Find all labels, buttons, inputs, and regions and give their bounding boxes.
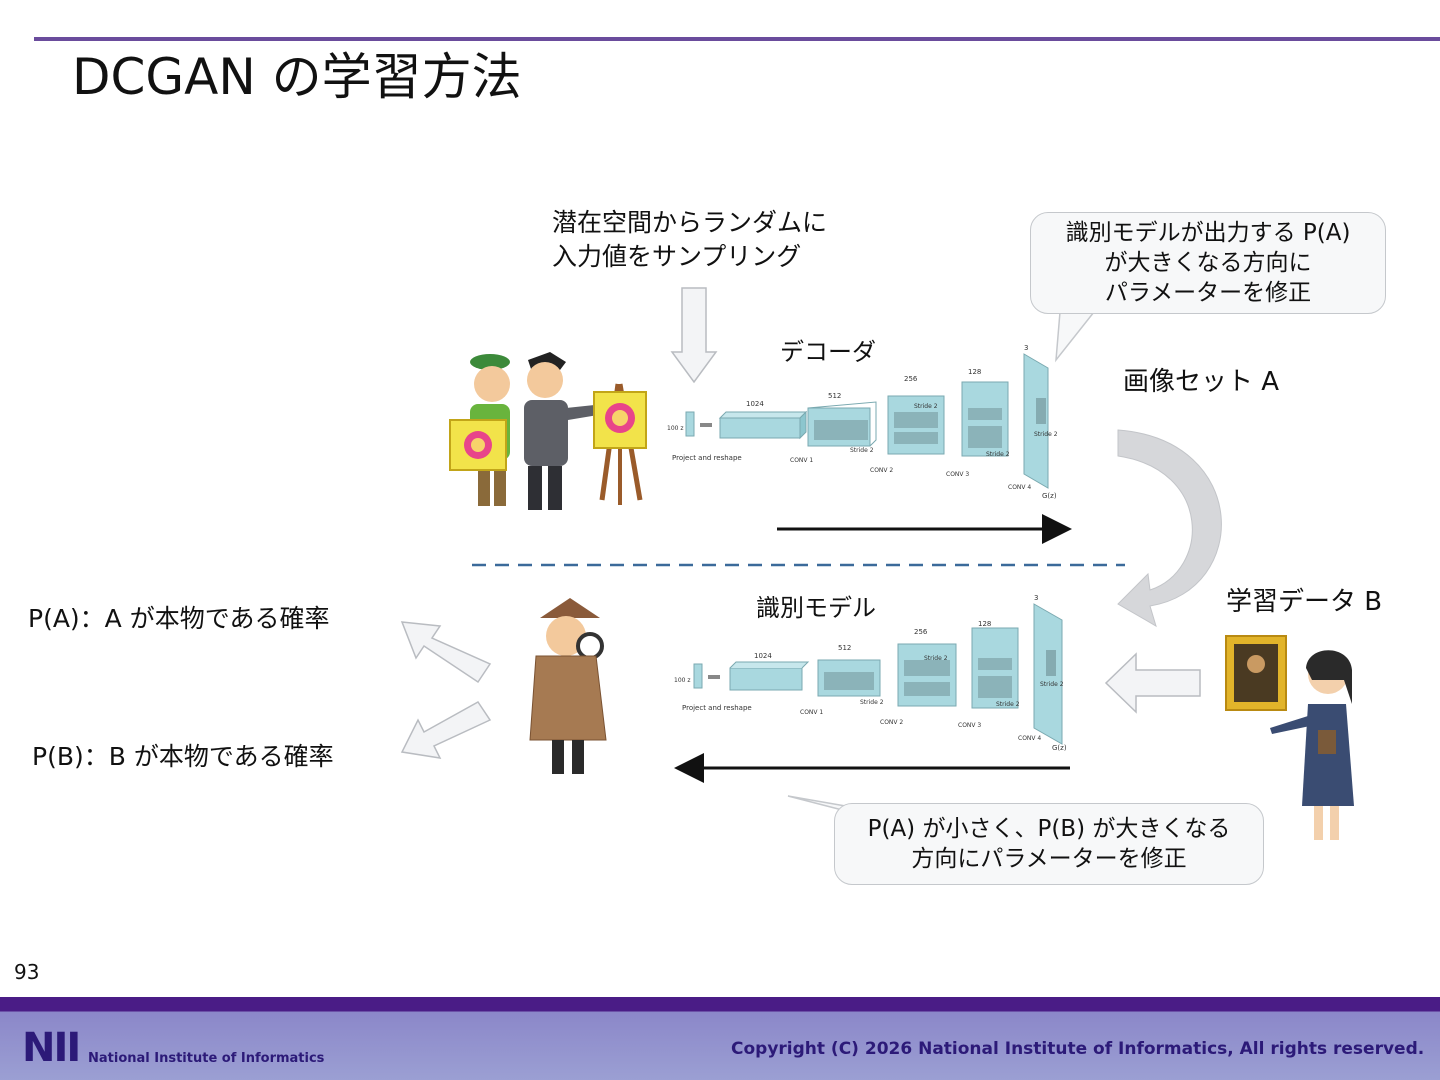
svg-text:CONV 4: CONV 4 xyxy=(1008,484,1031,491)
decoder-network: 100 z Project and reshape 1024 512 256 1… xyxy=(667,344,1058,500)
prob-b-label: P(B)：B が本物である確率 xyxy=(32,742,334,771)
svg-text:Project and reshape: Project and reshape xyxy=(672,454,742,462)
svg-text:Stride 2: Stride 2 xyxy=(850,447,874,454)
image-set-a-label: 画像セット A xyxy=(1123,367,1280,397)
training-data-b-label: 学習データ B xyxy=(1226,587,1383,617)
svg-text:256: 256 xyxy=(904,375,918,383)
svg-text:1024: 1024 xyxy=(754,652,772,660)
discriminator-label: 識別モデル xyxy=(756,594,876,622)
detective-illustration xyxy=(529,598,607,774)
svg-text:Stride 2: Stride 2 xyxy=(860,699,884,706)
discriminator-network: 100 z Project and reshape 1024 512 256 1… xyxy=(674,594,1067,752)
sampling-label-line2: 入力値をサンプリング xyxy=(552,242,802,271)
svg-text:Stride 2: Stride 2 xyxy=(914,403,938,410)
top-bubble-line3: パラメーターを修正 xyxy=(1104,280,1312,306)
svg-text:CONV 2: CONV 2 xyxy=(880,719,903,726)
sampling-down-arrow xyxy=(670,287,718,384)
svg-text:Stride 2: Stride 2 xyxy=(924,655,948,662)
svg-text:3: 3 xyxy=(1034,594,1038,602)
bottom-bubble: P(A) が小さく、P(B) が大きくなる 方向にパラメーターを修正 xyxy=(834,803,1264,885)
svg-text:CONV 1: CONV 1 xyxy=(790,457,813,464)
svg-text:G(z): G(z) xyxy=(1052,744,1067,752)
prob-a-arrow xyxy=(400,621,492,684)
training-data-arrow xyxy=(1104,652,1201,714)
curator-illustration xyxy=(1225,635,1354,840)
bottom-bubble-line2: 方向にパラメーターを修正 xyxy=(911,846,1187,872)
svg-text:Stride 2: Stride 2 xyxy=(986,451,1010,458)
svg-text:Stride 2: Stride 2 xyxy=(1040,681,1064,688)
svg-text:CONV 3: CONV 3 xyxy=(958,722,981,729)
top-bubble-line1: 識別モデルが出力する P(A) xyxy=(1065,220,1351,246)
svg-text:3: 3 xyxy=(1024,344,1028,352)
svg-text:512: 512 xyxy=(838,644,851,652)
svg-text:100 z: 100 z xyxy=(674,677,691,684)
svg-text:CONV 3: CONV 3 xyxy=(946,471,969,478)
svg-text:Project and reshape: Project and reshape xyxy=(682,704,752,712)
svg-text:256: 256 xyxy=(914,628,928,636)
svg-text:G(z): G(z) xyxy=(1042,492,1057,500)
svg-text:128: 128 xyxy=(978,620,991,628)
bottom-bubble-line1: P(A) が小さく、P(B) が大きくなる xyxy=(867,816,1231,842)
prob-b-arrow xyxy=(400,701,492,759)
svg-text:512: 512 xyxy=(828,392,841,400)
svg-text:Stride 2: Stride 2 xyxy=(996,701,1020,708)
copyright-text: Copyright (C) 2026 National Institute of… xyxy=(731,1039,1425,1059)
svg-text:1024: 1024 xyxy=(746,400,764,408)
svg-text:CONV 4: CONV 4 xyxy=(1018,735,1041,742)
org-name: National Institute of Informatics xyxy=(88,1051,325,1066)
page-number: 93 xyxy=(14,960,40,984)
prob-a-label: P(A)：A が本物である確率 xyxy=(28,604,330,633)
svg-text:CONV 1: CONV 1 xyxy=(800,709,823,716)
footer-bar xyxy=(0,997,1440,1080)
top-bubble: 識別モデルが出力する P(A) が大きくなる方向に パラメーターを修正 xyxy=(1030,212,1386,314)
top-bubble-line2: が大きくなる方向に xyxy=(1104,250,1312,276)
svg-text:128: 128 xyxy=(968,368,981,376)
svg-text:Stride 2: Stride 2 xyxy=(1034,431,1058,438)
sampling-label-line1: 潜在空間からランダムに xyxy=(552,208,828,237)
svg-text:CONV 2: CONV 2 xyxy=(870,467,893,474)
decoder-label: デコーダ xyxy=(780,338,876,366)
slide-title: DCGAN の学習方法 xyxy=(72,48,522,106)
forger-illustration xyxy=(449,352,647,510)
nii-logo: NII xyxy=(22,1025,81,1071)
svg-text:100 z: 100 z xyxy=(667,425,684,432)
curved-arrow xyxy=(1117,429,1222,628)
title-underline xyxy=(34,37,1440,41)
